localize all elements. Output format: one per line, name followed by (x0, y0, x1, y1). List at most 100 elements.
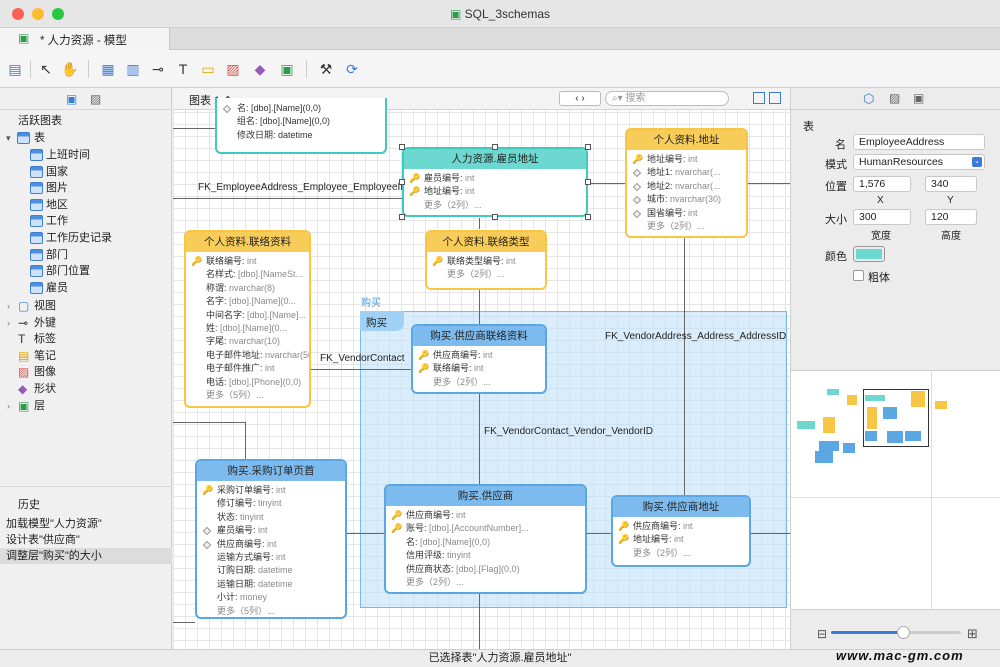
relation-line[interactable] (309, 369, 413, 370)
sidebar-item-group[interactable]: ›⊸外键 (7, 315, 56, 330)
fk-label[interactable]: FK_VendorAddress_Address_AddressID (605, 331, 787, 342)
zoom-out-icon[interactable]: ⊟ (817, 627, 828, 641)
new-view-icon[interactable]: ▥ (126, 61, 140, 77)
pointer-icon[interactable]: ↖ (40, 61, 52, 77)
tab-model[interactable]: ▣ * 人力资源 - 模型 (0, 28, 170, 50)
y-field[interactable]: 340 (925, 176, 977, 192)
relation-line[interactable] (684, 238, 685, 498)
sidebar-item-table[interactable]: 国家 (0, 164, 172, 181)
hand-icon[interactable]: ✋ (61, 61, 79, 77)
diagram-canvas[interactable]: 图表 1 ⌃ ‹ › ⌕▾ 搜索 购买 购买 名: [dbo].[Name](0… (173, 88, 790, 649)
selection-handle[interactable] (492, 144, 498, 150)
cube-icon[interactable]: ⬡ (863, 91, 875, 106)
entity-column[interactable]: 🔑供应商编号: int (418, 350, 493, 360)
entity-column[interactable]: 雇员编号: int (197, 524, 345, 537)
relation-line[interactable] (173, 128, 215, 129)
sidebar-item-group[interactable]: ▤笔记 (18, 348, 56, 363)
entity-column[interactable]: 订购日期: datetime (217, 565, 293, 576)
history-item[interactable]: 调整层"购买"的大小 (0, 548, 172, 564)
schema-select[interactable]: HumanResources⌄ (853, 154, 985, 170)
tree-tables[interactable]: ▾ 表 (0, 130, 172, 147)
more-columns[interactable]: 更多（2列）... (433, 376, 491, 387)
more-columns[interactable]: 更多（2列）... (633, 547, 691, 558)
zoom-window-button[interactable] (52, 8, 64, 20)
chevron-down-icon[interactable]: ▾ (6, 133, 11, 143)
layer-icon[interactable]: ▣ (280, 61, 294, 77)
history-item[interactable]: 设计表"供应商" (6, 534, 80, 546)
entity-column[interactable]: 电子邮件地址: nvarchar(50) (206, 349, 311, 360)
minimize-window-button[interactable] (32, 8, 44, 20)
minimap-viewport[interactable] (863, 389, 929, 447)
entity-column[interactable]: 电子邮件推广: int (206, 363, 275, 374)
x-field[interactable]: 1,576 (853, 176, 911, 192)
fk-label[interactable]: FK_EmployeeAddress_Employee_EmployeeID (198, 182, 408, 193)
relation-line[interactable] (479, 218, 480, 229)
nav-prev-next[interactable]: ‹ › (559, 91, 601, 106)
auto-layout-icon[interactable]: ⚒ (319, 61, 333, 77)
search-input[interactable]: ⌕▾ 搜索 (605, 91, 729, 106)
zoom-knob[interactable] (896, 626, 910, 639)
sync-icon[interactable]: ⟳ (346, 61, 358, 77)
chevron-right-icon[interactable]: › (7, 400, 10, 411)
sidebar-item-table[interactable]: 部门位置 (0, 263, 172, 280)
entity-column[interactable]: 字尾: nvarchar(10) (206, 336, 281, 347)
entity-column[interactable]: 🔑账号: [dbo].[AccountNumber]... (391, 523, 529, 534)
entity-column[interactable]: 电话: [dbo].[Phone](0,0) (206, 376, 302, 387)
entity-column[interactable]: 信用评级: tinyint (406, 550, 471, 561)
relation-line[interactable] (479, 288, 480, 326)
more-columns[interactable]: 更多（5列）... (217, 605, 275, 616)
sidebar-item-table[interactable]: 图片 (0, 180, 172, 197)
selection-handle[interactable] (492, 214, 498, 220)
entity-column[interactable]: 供应商状态: [dbo].[Flag](0,0) (406, 563, 520, 574)
image-icon[interactable]: ▨ (226, 61, 240, 77)
sidebar-item-group[interactable]: ▨图像 (18, 365, 56, 380)
sidebar-item-group[interactable]: ◆形状 (18, 382, 56, 396)
entity-column[interactable]: 🔑供应商编号: int (391, 510, 466, 520)
entity-column[interactable]: 运输方式编号: int (217, 551, 286, 562)
sidebar-item-table[interactable]: 上班时间 (0, 147, 172, 164)
selection-handle[interactable] (399, 179, 405, 185)
zoom-in-icon[interactable]: ⊞ (967, 626, 978, 641)
chevron-right-icon[interactable]: › (7, 301, 10, 311)
relation-line[interactable] (750, 533, 790, 534)
image-tab-icon[interactable]: ▨ (889, 91, 901, 105)
foreign-key-icon[interactable]: ⊸ (152, 61, 164, 77)
entity-column[interactable]: 国省编号: int (627, 207, 746, 220)
sidebar-item-group[interactable]: ›▢视图 (7, 299, 56, 313)
layout-tab-icon[interactable]: ▣ (913, 91, 925, 105)
entity-column[interactable]: 供应商编号: int (197, 538, 345, 551)
entity-column[interactable]: 🔑供应商编号: int (618, 521, 693, 531)
entity-column[interactable]: 地址2: nvarchar(... (627, 180, 746, 193)
more-columns[interactable]: 更多（2列）... (406, 576, 464, 587)
entity-column[interactable]: 修订编号: tinyint (217, 498, 282, 509)
entity-column[interactable]: 姓: [dbo].[Name](0... (206, 322, 288, 333)
objects-tab-icon[interactable]: ▣ (66, 92, 78, 106)
entity-column[interactable]: 🔑地址编号: int (618, 534, 684, 545)
entity-column[interactable]: 🔑联络编号: int (418, 363, 484, 374)
more-columns[interactable]: 更多（2列）... (647, 220, 705, 231)
close-window-button[interactable] (12, 8, 24, 20)
new-table-icon[interactable]: ▦ (101, 61, 115, 77)
shape-icon[interactable]: ◆ (254, 61, 266, 77)
relation-line[interactable] (173, 622, 195, 623)
relation-line[interactable] (245, 422, 246, 460)
entity-column[interactable]: 城市: nvarchar(30) (627, 193, 746, 206)
entity-column[interactable]: 地址1: nvarchar(... (627, 166, 746, 179)
entity-column[interactable]: 中间名字: [dbo].[Name]... (206, 309, 307, 320)
entity-column[interactable]: 🔑联络编号: int (191, 256, 257, 266)
left-panel-toggle-icon[interactable] (753, 92, 765, 104)
entity-column[interactable]: 🔑地址编号: int (409, 186, 475, 197)
chevron-right-icon[interactable]: › (7, 317, 10, 328)
more-columns[interactable]: 更多（2列）... (424, 199, 482, 210)
color-well[interactable] (853, 246, 885, 262)
entity-column[interactable]: 状态: tinyint (217, 511, 264, 522)
save-icon[interactable]: ▤ (8, 61, 22, 77)
entity-column[interactable]: 名样式: [dbo].[NameSt... (206, 269, 304, 280)
sidebar-item-table[interactable]: 地区 (0, 197, 172, 214)
sidebar-item-table[interactable]: 雇员 (0, 280, 172, 297)
